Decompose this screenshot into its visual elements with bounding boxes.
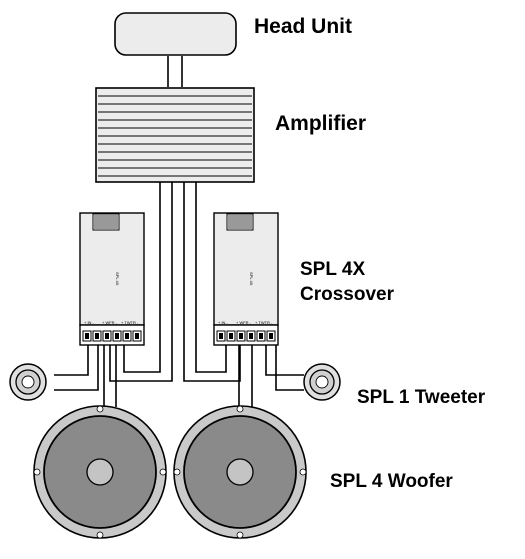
crossover-right-terminal-in: + IN - xyxy=(218,320,229,325)
wire-left-xover-tweeter-a xyxy=(54,345,89,376)
crossover-terminal-screw xyxy=(259,333,263,339)
crossover-terminal-screw xyxy=(115,333,119,339)
wire-right-xover-tweeter-b xyxy=(275,345,304,391)
crossover-terminal-screw xyxy=(239,333,243,339)
crossover-left-terminal-wfr: + WFR - xyxy=(102,320,118,325)
crossover-terminal-screw xyxy=(85,333,89,339)
crossover-right-terminal-twtr: + TWTR - xyxy=(255,320,273,325)
wire-amp-left-xover-a xyxy=(123,182,161,373)
label-head-unit: Head Unit xyxy=(254,15,353,38)
wire-amp-right-xover-a xyxy=(183,182,241,382)
head-unit-box xyxy=(114,12,237,56)
crossover-right-logo: SPL 4X xyxy=(249,272,254,286)
crossover-left-terminal-in: + IN - xyxy=(84,320,95,325)
crossover-terminal-screw xyxy=(219,333,223,339)
crossover-left-terminal-twtr: + TWTR - xyxy=(121,320,139,325)
wire-amp-left-xover-b xyxy=(109,182,173,382)
label-amplifier: Amplifier xyxy=(275,112,367,135)
wire-amp-right-xover-b xyxy=(195,182,227,373)
crossover-terminal-screw xyxy=(125,333,129,339)
wire-left-xover-tweeter-b xyxy=(54,345,99,391)
wires xyxy=(54,56,304,407)
crossover-terminal-screw xyxy=(269,333,273,339)
crossover-terminal-screw xyxy=(95,333,99,339)
woofer-left xyxy=(33,405,167,539)
wire-right-xover-tweeter-a xyxy=(265,345,304,376)
label-woofer: SPL 4 Woofer xyxy=(330,471,453,492)
crossover-terminal-screw xyxy=(249,333,253,339)
label-crossover-line2: Crossover xyxy=(300,284,394,305)
crossover-left-logo: SPL 4X xyxy=(115,272,120,286)
tweeter-right xyxy=(303,363,341,401)
crossover-terminal-screw xyxy=(135,333,139,339)
tweeter-left xyxy=(9,363,47,401)
crossover-left-vent xyxy=(92,213,120,231)
crossover-right-terminal-wfr: + WFR - xyxy=(236,320,252,325)
crossover-right-vent xyxy=(226,213,254,231)
crossover-right: SPL 4X + IN - + WFR - + TWTR - xyxy=(213,212,279,346)
label-tweeter: SPL 1 Tweeter xyxy=(357,387,486,408)
crossover-left: SPL 4X + IN - + WFR - + TWTR - xyxy=(79,212,145,346)
label-crossover-line1: SPL 4X xyxy=(300,259,366,280)
crossover-terminal-screw xyxy=(229,333,233,339)
amplifier-box xyxy=(95,87,255,183)
crossover-terminal-screw xyxy=(105,333,109,339)
woofer-right xyxy=(173,405,307,539)
